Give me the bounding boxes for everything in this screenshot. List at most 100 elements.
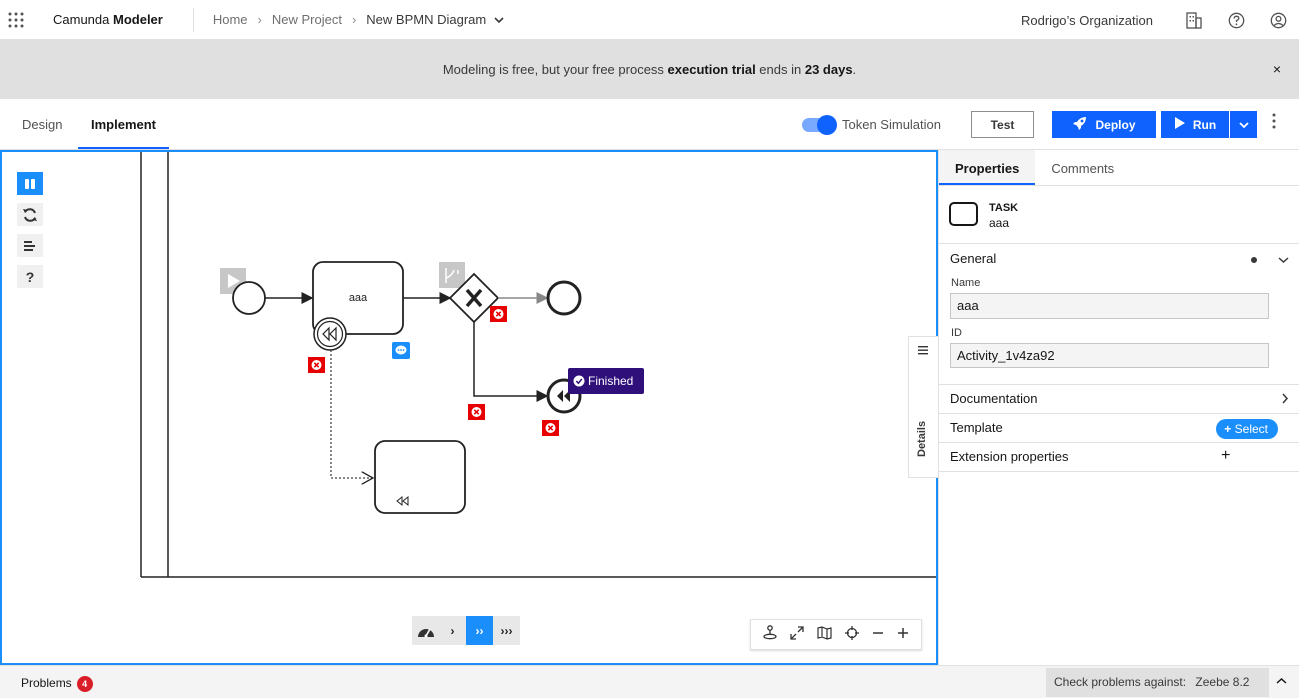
check-label: Check problems against:: [1054, 675, 1187, 689]
chevron-down-icon[interactable]: [494, 12, 504, 27]
documentation-group[interactable]: Documentation: [939, 385, 1299, 414]
chevron-down-icon: [1238, 118, 1249, 132]
fullscreen-icon[interactable]: [790, 625, 804, 644]
extension-properties-label: Extension properties: [950, 449, 1069, 464]
run-label: Run: [1192, 117, 1217, 132]
zoom-in-icon[interactable]: [897, 626, 909, 643]
extension-properties-header: Extension properties +: [939, 443, 1299, 471]
speed-controls: › ›› ›››: [412, 616, 520, 645]
chevron-right-icon: [1281, 386, 1289, 414]
top-right: Rodrigo’s Organization: [1021, 0, 1299, 40]
tab-properties[interactable]: Properties: [939, 150, 1036, 185]
top-bar: Camunda Modeler Home › New Project › New…: [0, 0, 1299, 40]
extension-properties-group: Extension properties +: [939, 443, 1299, 472]
compensation-task[interactable]: [374, 440, 466, 514]
help-button[interactable]: ?: [17, 265, 43, 288]
breadcrumb-separator: ›: [257, 12, 262, 27]
breadcrumb-diagram[interactable]: New BPMN Diagram: [366, 12, 487, 27]
tab-design[interactable]: Design: [22, 117, 63, 132]
reset-simulation-icon[interactable]: [17, 203, 43, 226]
start-event[interactable]: [220, 268, 266, 315]
trial-banner: Modeling is free, but your free process …: [0, 40, 1299, 99]
bpmn-canvas[interactable]: ? aaa: [0, 150, 938, 665]
problems-count-badge: 4: [76, 676, 93, 692]
speed-slow-button[interactable]: ›: [450, 623, 455, 638]
properties-panel: Properties Comments TASK aaa General Nam…: [938, 150, 1299, 665]
error-badge-icon[interactable]: [542, 420, 559, 436]
center-view-icon[interactable]: [844, 625, 859, 644]
run-button[interactable]: Run: [1161, 111, 1229, 138]
banner-message: Modeling is free, but your free process …: [443, 62, 856, 77]
finished-label: Finished: [588, 374, 633, 388]
documentation-header[interactable]: Documentation: [939, 385, 1299, 413]
zoom-out-icon[interactable]: [872, 626, 884, 643]
breadcrumb: Home › New Project › New BPMN Diagram: [213, 12, 504, 27]
building-icon[interactable]: [1173, 0, 1215, 40]
brand-prefix: Camunda: [53, 12, 110, 27]
test-button[interactable]: Test: [971, 111, 1034, 138]
plus-icon: +: [1224, 422, 1232, 436]
task-label: aaa: [349, 292, 368, 304]
list-icon: [918, 343, 928, 358]
select-label: Select: [1234, 422, 1268, 436]
general-group: General Name aaa ID Activity_1v4za92: [939, 245, 1299, 385]
id-field[interactable]: Activity_1v4za92: [950, 343, 1269, 368]
overflow-menu-icon[interactable]: [1272, 113, 1276, 134]
add-extension-property-icon[interactable]: +: [1221, 447, 1231, 464]
task-shape-icon: [949, 202, 978, 226]
breadcrumb-separator: ›: [351, 12, 357, 27]
sequence-flow[interactable]: [473, 322, 549, 402]
deploy-button[interactable]: Deploy: [1052, 111, 1156, 138]
tab-comments[interactable]: Comments: [1051, 161, 1115, 176]
banner-days: 23 days: [804, 62, 853, 77]
tab-implement[interactable]: Implement: [78, 99, 170, 149]
template-header: Template + Select: [939, 414, 1299, 442]
chevron-up-icon[interactable]: [1276, 674, 1287, 688]
details-panel-toggle[interactable]: Details: [908, 336, 938, 478]
app-switcher-icon[interactable]: [0, 0, 32, 40]
pool[interactable]: [140, 152, 936, 578]
template-label: Template: [950, 420, 1003, 435]
element-type: TASK: [989, 202, 1019, 214]
end-event[interactable]: [546, 280, 582, 316]
joystick-icon[interactable]: [763, 625, 778, 644]
play-icon: [1174, 117, 1185, 132]
token-simulation-toggle[interactable]: [802, 115, 837, 135]
user-avatar-icon[interactable]: [1257, 0, 1299, 40]
minimap-icon[interactable]: [817, 625, 832, 644]
template-group: Template + Select: [939, 414, 1299, 443]
association[interactable]: [330, 350, 373, 478]
compensation-boundary-event[interactable]: [313, 317, 347, 351]
log-icon[interactable]: [17, 234, 43, 257]
error-badge-icon[interactable]: [490, 306, 507, 322]
run-options-button[interactable]: [1230, 111, 1257, 138]
chevron-down-icon[interactable]: [1278, 246, 1289, 274]
banner-text: .: [852, 62, 857, 77]
help-icon[interactable]: [1215, 0, 1257, 40]
speed-fast-button[interactable]: ›››: [500, 623, 513, 638]
organization-name[interactable]: Rodrigo’s Organization: [1021, 12, 1153, 28]
select-template-button[interactable]: + Select: [1216, 419, 1278, 439]
pause-button[interactable]: [17, 172, 43, 195]
breadcrumb-home[interactable]: Home: [212, 12, 248, 27]
exclusive-gateway[interactable]: [439, 262, 500, 324]
panel-tabs: Properties Comments: [939, 150, 1299, 186]
close-icon[interactable]: ×: [1272, 61, 1281, 77]
error-badge-icon[interactable]: [308, 357, 325, 373]
brand-name[interactable]: Camunda Modeler: [53, 12, 163, 27]
general-header[interactable]: General: [939, 245, 1299, 273]
documentation-label: Documentation: [950, 391, 1038, 406]
breadcrumb-project[interactable]: New Project: [271, 12, 342, 27]
banner-text: Modeling is free, but your free process: [442, 62, 668, 77]
zoom-controls: [750, 619, 922, 650]
engine-version-select[interactable]: Check problems against: Zeebe 8.2: [1046, 668, 1269, 697]
speedometer-icon: [412, 616, 439, 645]
speed-normal-button[interactable]: ››: [466, 616, 493, 645]
rocket-icon: [1072, 116, 1087, 134]
error-badge-icon[interactable]: [468, 404, 485, 420]
task-aaa[interactable]: aaa: [312, 261, 404, 335]
name-field[interactable]: aaa: [950, 293, 1269, 319]
comment-badge-icon[interactable]: [392, 342, 410, 359]
